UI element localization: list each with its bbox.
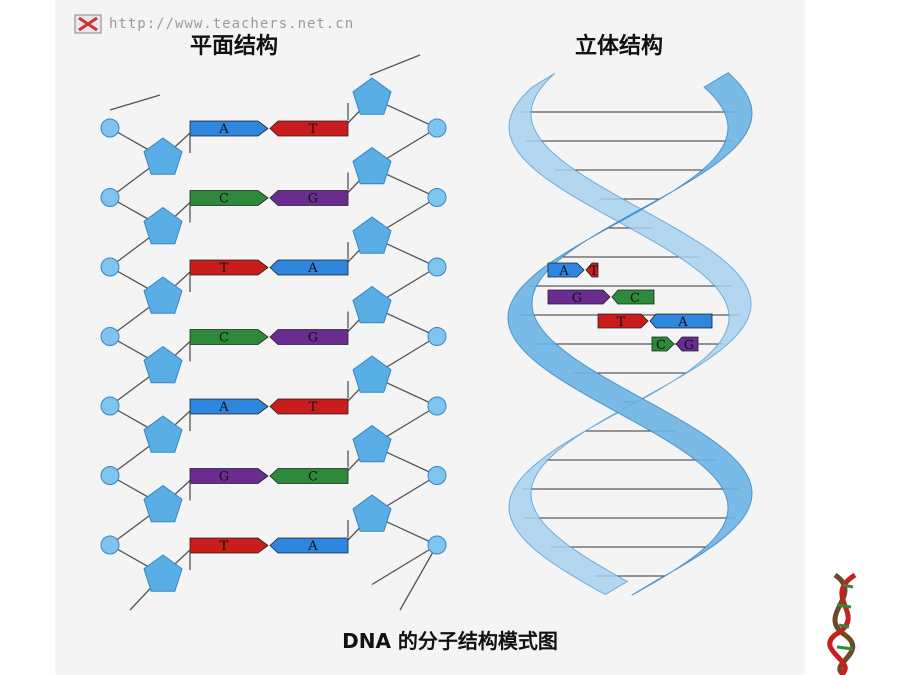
phosphate-group <box>100 535 120 555</box>
base-label: C <box>630 291 640 306</box>
backbone-line <box>371 544 438 586</box>
base-A <box>269 537 349 554</box>
base-label: G <box>684 338 694 353</box>
deoxyribose-sugar <box>352 494 392 532</box>
base-label: C <box>219 331 229 346</box>
backbone-line <box>109 94 161 111</box>
deoxyribose-sugar <box>352 146 392 185</box>
base-label: A <box>218 122 229 137</box>
base-T <box>189 537 269 554</box>
base-label: T <box>220 261 229 276</box>
base-G <box>189 468 269 484</box>
base-A <box>189 120 269 137</box>
phosphate-group <box>427 396 447 416</box>
base-label: G <box>572 291 582 306</box>
base-label: T <box>309 400 318 415</box>
phosphate-group <box>100 257 120 277</box>
phosphate-group <box>427 327 447 346</box>
base-label: T <box>617 315 626 330</box>
base-C <box>651 336 675 352</box>
deoxyribose-sugar <box>352 77 392 115</box>
base-G <box>269 190 349 206</box>
base-label: A <box>677 315 688 330</box>
deoxyribose-sugar <box>143 554 183 592</box>
base-A <box>189 398 269 415</box>
base-T <box>269 398 349 415</box>
deoxyribose-sugar <box>143 345 183 384</box>
base-label: C <box>219 192 229 207</box>
phosphate-group <box>100 396 120 416</box>
base-label: G <box>308 192 318 207</box>
helix-strand-back <box>508 72 752 596</box>
phosphate-group <box>427 118 447 138</box>
phosphate-group <box>100 327 120 346</box>
helix-structure-title: 立体结构 <box>575 34 664 59</box>
base-label: T <box>220 539 229 554</box>
helix-strand-front <box>507 72 753 596</box>
base-label: A <box>218 400 229 415</box>
base-T <box>585 262 599 278</box>
phosphate-group <box>427 466 447 485</box>
base-C <box>189 190 269 206</box>
deoxyribose-sugar <box>143 137 183 175</box>
base-label: A <box>307 261 318 276</box>
backbone-line <box>399 544 438 611</box>
base-A <box>269 259 349 276</box>
phosphate-group <box>100 118 120 138</box>
figure-caption: DNA 的分子结构模式图 <box>342 629 558 653</box>
base-A <box>547 262 585 278</box>
x-logo-icon <box>74 14 102 34</box>
base-A <box>649 313 713 329</box>
base-G <box>675 336 699 352</box>
deoxyribose-sugar <box>352 216 392 254</box>
base-label: C <box>656 338 666 353</box>
deoxyribose-sugar <box>143 276 183 314</box>
base-label: A <box>307 539 318 554</box>
base-G <box>547 289 611 305</box>
deoxyribose-sugar <box>352 355 392 393</box>
base-C <box>611 289 655 305</box>
phosphate-group <box>100 466 120 485</box>
base-G <box>269 329 349 345</box>
right-backbone <box>347 54 447 611</box>
base-C <box>269 468 349 484</box>
base-T <box>597 313 649 329</box>
watermark: http://www.teachers.net.cn <box>73 12 354 36</box>
base-label: T <box>309 122 318 137</box>
phosphate-group <box>427 188 447 207</box>
deoxyribose-sugar <box>143 484 183 523</box>
deoxyribose-sugar <box>352 285 392 324</box>
deoxyribose-sugar <box>143 206 183 245</box>
base-label: G <box>219 470 229 485</box>
watermark-text: http://www.teachers.net.cn <box>109 16 355 32</box>
planar-structure-title: 平面结构 <box>190 34 279 59</box>
base-label: G <box>308 331 318 346</box>
deoxyribose-sugar <box>352 424 392 463</box>
deoxyribose-sugar <box>143 415 183 453</box>
backbone-line <box>369 54 421 76</box>
phosphate-group <box>427 535 447 555</box>
base-T <box>269 120 349 137</box>
phosphate-group <box>100 188 120 207</box>
base-label: A <box>558 264 569 279</box>
base-label: C <box>308 470 318 485</box>
base-T <box>189 259 269 276</box>
phosphate-group <box>427 257 447 277</box>
base-label: T <box>590 264 599 279</box>
left-backbone <box>100 94 191 611</box>
base-C <box>189 329 269 345</box>
